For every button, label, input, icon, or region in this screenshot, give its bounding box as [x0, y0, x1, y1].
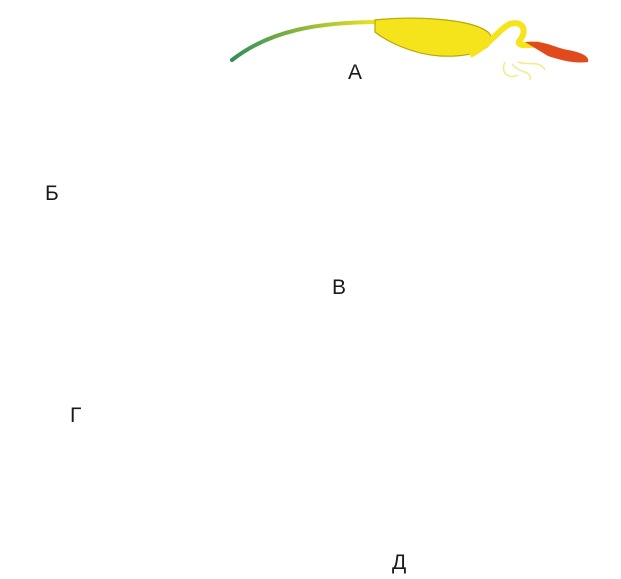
label-v: В: [332, 277, 346, 298]
label-g: Г: [70, 405, 81, 426]
tract-a-tubules: [503, 62, 545, 80]
tract-a-hindgut: [525, 42, 588, 63]
label-d: Д: [392, 552, 406, 573]
label-a: А: [348, 62, 362, 83]
tract-a-esophagus: [232, 22, 380, 60]
tract-a: [232, 18, 588, 80]
label-b: Б: [45, 183, 59, 204]
